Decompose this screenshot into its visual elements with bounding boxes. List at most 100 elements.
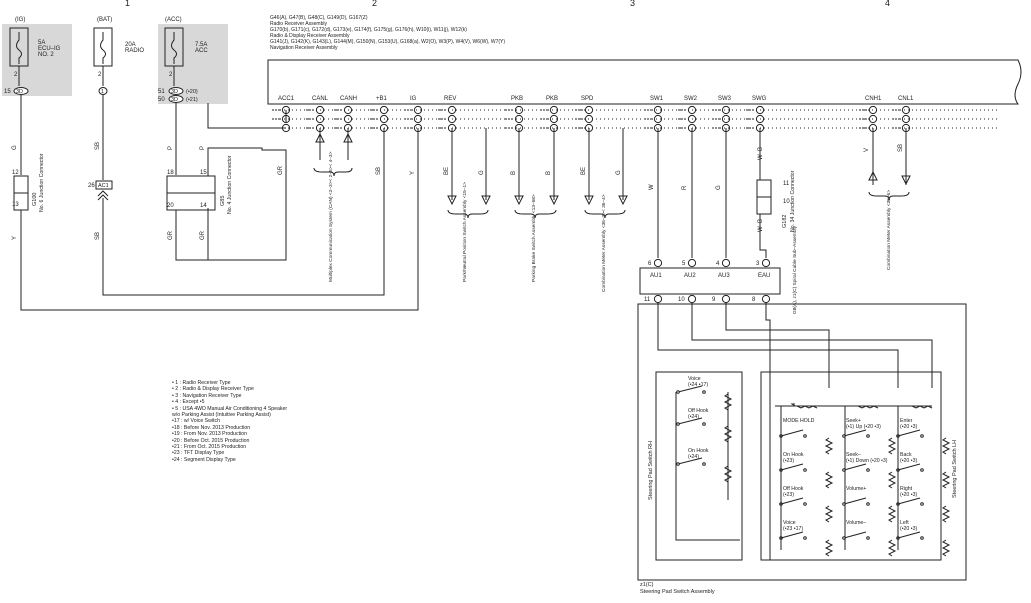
ruler-2: 2 — [372, 0, 377, 8]
spiral-wire — [725, 303, 830, 388]
arrow-pkb-icon — [514, 195, 524, 206]
legend-item: • 5 : USA 4WD Manual Air Conditioning 4 … — [172, 405, 288, 412]
terminal-pin — [653, 114, 663, 124]
lh-switch-note: (•23 •17) — [783, 526, 803, 532]
lh-switch-contact — [897, 497, 921, 505]
fuse-ig-pin: 2 — [14, 72, 18, 78]
lh-switch-node — [920, 536, 924, 540]
wire-label-g3: G — [616, 170, 622, 175]
assembly-header: G46(A), G47(B), G48(C), G149(D), G167(Z)… — [270, 15, 505, 51]
ruler-1: 1 — [125, 0, 130, 8]
lh-switch-label: Off Hook — [783, 486, 804, 492]
lh-switch-label: Back — [900, 452, 912, 458]
rh-switch-note: (•24) — [688, 454, 699, 460]
legend-item: • 3 : Navigation Receiver Type — [172, 392, 242, 399]
fuse-acc-note2: (•21) — [186, 97, 198, 103]
lh-resistor-icon — [941, 437, 951, 455]
spiral-top-pin — [761, 258, 771, 268]
dest-parkneutral: Park/Neutral Position Switch Assembly <1… — [462, 182, 468, 282]
lh-switch-note: (•23) — [783, 492, 794, 498]
wire-label-sb4: SB — [898, 144, 904, 152]
spiral-bottom-pin — [721, 294, 731, 304]
lh-switch-note: (•1) Up (•20 •3) — [846, 424, 881, 430]
j34-name: G182 — [782, 215, 788, 228]
footer-name: Steering Pad Switch Assembly — [640, 589, 715, 595]
j4-pin-18: 18 — [167, 170, 174, 176]
rh-wire — [675, 392, 740, 541]
arrow-cnh-icon — [868, 170, 878, 181]
rh-switch-contact — [677, 417, 703, 425]
j1-pin-12: 12 — [12, 170, 19, 176]
ac1-arrow-icon — [97, 190, 109, 201]
ac1-id: AC1 — [98, 183, 109, 189]
spiral-cable-box — [639, 267, 781, 295]
rh-switch-node — [702, 422, 706, 426]
fuse-acc-conn2 — [168, 95, 184, 103]
spiral-bottom-pin — [687, 294, 697, 304]
fuse-ig-element — [16, 32, 22, 64]
wire-label-g4: G — [716, 185, 722, 190]
rh-switch-label: Off Hook — [688, 408, 709, 414]
spiral-top-pin-label: 5 — [682, 261, 686, 267]
header-line-3: G170(b), G171(c), G172(d), G173(e), G174… — [270, 27, 467, 33]
fuse-acc-source: (ACC) — [165, 17, 182, 23]
terminal-pin — [413, 114, 423, 124]
wire-label-gr1: GR — [168, 230, 174, 240]
wire-label-wb2: W–B — [758, 219, 764, 232]
arrow-canh-icon — [343, 132, 353, 143]
rh-resistor-icon — [723, 425, 733, 443]
lh-switch-contact — [780, 531, 804, 539]
wire-label-y: Y — [12, 236, 18, 240]
terminal-label: CNL1 — [898, 96, 914, 102]
j1-desc: No. 6 Junction Connector — [39, 153, 45, 212]
terminal-label: IG — [410, 96, 417, 102]
lh-switch-label: Right — [900, 486, 913, 492]
rh-switch-label: Voice — [688, 376, 701, 382]
spiral-bottom-pin — [653, 294, 663, 304]
rh-resistor-icon — [723, 465, 733, 483]
fuse-bat-pin: 2 — [98, 72, 102, 78]
rh-switch-note: (•24 •17) — [688, 382, 708, 388]
legend-item: •21 : From Oct. 2015 Production — [172, 444, 247, 451]
lh-switch-contact — [897, 429, 921, 437]
j1-name: G100 — [32, 193, 38, 206]
fuse-acc-conn — [168, 87, 184, 95]
wire-label-r: R — [682, 185, 688, 190]
terminal-pin — [549, 114, 559, 124]
junction-ac1 — [95, 180, 113, 190]
arrow-canl-icon — [315, 132, 325, 143]
fuse-ig-rating: 5A — [38, 40, 45, 46]
terminal-label: PKB — [511, 96, 523, 102]
terminal-label: CANL — [312, 96, 329, 102]
terminal-label: SW3 — [718, 96, 732, 102]
terminal-pin — [514, 114, 524, 124]
legend-item: •18 : Before Nov. 2013 Production — [172, 424, 251, 431]
spiral-top-pin-label: 4 — [716, 261, 720, 267]
ruler-4: 4 — [885, 0, 890, 8]
fuse-ig-source: (IG) — [15, 17, 25, 23]
fuse-ig-conn — [13, 87, 29, 95]
fuse-acc-pin: 2 — [169, 72, 173, 78]
fuse-bat-conn — [98, 87, 108, 95]
footer-code: z1(C) — [640, 582, 654, 588]
header-line-1: G46(A), G47(B), G48(C), G149(D), G167(Z) — [270, 15, 368, 21]
spiral-bottom-pin-label: 11 — [644, 297, 651, 303]
spiral-bottom-pin-label: 9 — [712, 297, 716, 303]
legend-item: •23 : TFT Display Type — [172, 450, 225, 457]
header-line-6: Navigation Receiver Assembly — [270, 45, 338, 51]
terminal-pin — [721, 105, 731, 115]
spiral-wire — [657, 303, 899, 388]
switch-lh-title: Steering Pad Switch LH — [952, 440, 958, 498]
fuse-bat-name: RADIO — [125, 48, 144, 54]
lh-switch-contact — [780, 429, 804, 437]
lh-switch-note: (•20 •3) — [900, 526, 917, 532]
lh-switch-contact — [780, 463, 804, 471]
spiral-terminal-label: AU3 — [718, 273, 730, 279]
rh-switch-node — [676, 462, 680, 466]
terminal-label: PKB — [546, 96, 558, 102]
j4-desc: No. 4 Junction Connector — [227, 155, 233, 214]
terminal-pin — [721, 114, 731, 124]
lh-resistor-icon — [824, 539, 834, 557]
lh-resistor-icon — [887, 505, 897, 523]
lh-switch-label: Left — [900, 520, 909, 526]
